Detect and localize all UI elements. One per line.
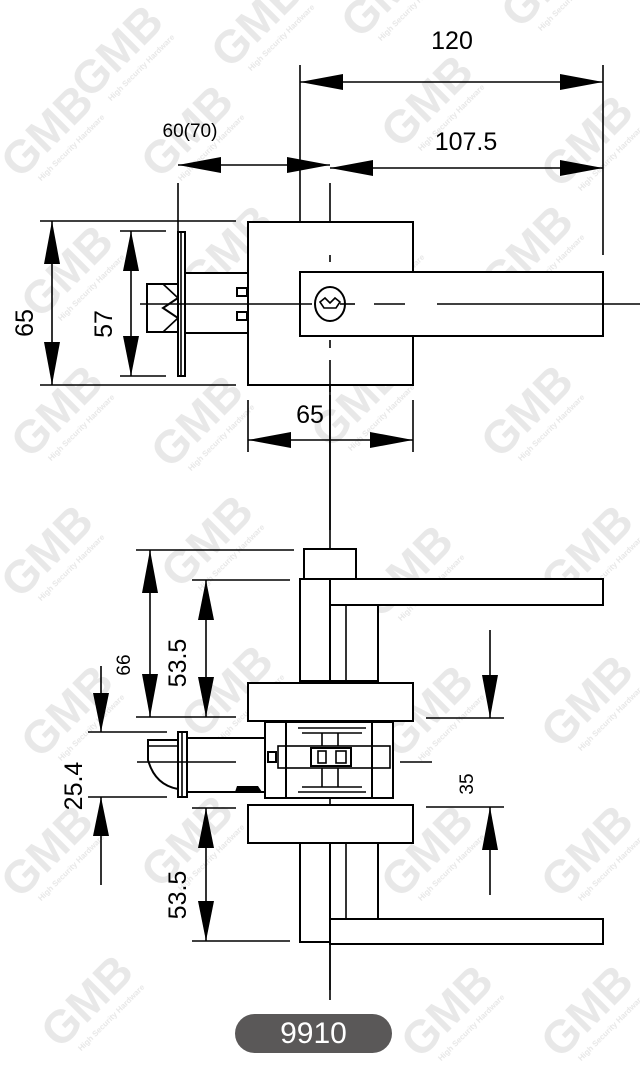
dim-label-53-5-top: 53.5 [164, 639, 192, 688]
dim-57: 57 [90, 230, 166, 377]
lever-top-handle [329, 578, 604, 606]
keyhole-icon [314, 286, 346, 322]
lever-bottom-handle [329, 918, 604, 945]
side-view: 66 53.5 25.4 53.5 [60, 395, 604, 1000]
dim-label-53-5-bottom: 53.5 [164, 871, 192, 920]
dim-53-5-top: 53.5 [164, 579, 290, 717]
dim-label-57: 57 [90, 310, 118, 338]
dim-label-120: 120 [431, 27, 473, 55]
dim-label-65-horizontal: 65 [296, 401, 324, 429]
top-view: 120 107.5 60(70) 65 [11, 27, 640, 530]
chassis-mechanism [264, 721, 394, 799]
lever-bottom-shank [299, 842, 331, 943]
rose-side-bottom [247, 804, 414, 844]
dim-backset: 60(70) [163, 121, 330, 262]
dim-label-66: 66 [114, 654, 135, 675]
dim-label-107-5: 107.5 [435, 128, 498, 156]
lever-top-end [303, 548, 357, 580]
rose-side-top [247, 682, 414, 722]
dim-label-backset: 60(70) [163, 121, 218, 142]
latch-side-view [147, 731, 266, 798]
lever-top-shank [299, 578, 331, 682]
dim-label-65-vertical: 65 [11, 309, 39, 337]
model-number-badge: 9910 [235, 1014, 392, 1053]
dim-53-5-bottom: 53.5 [164, 807, 290, 942]
dim-25-4: 25.4 [60, 666, 167, 885]
dim-35: 35 [426, 630, 504, 895]
dim-label-25-4: 25.4 [60, 762, 88, 811]
dim-label-35: 35 [457, 773, 478, 794]
dim-120: 120 [299, 27, 604, 255]
dim-65-vertical: 65 [11, 220, 236, 386]
dim-66: 66 [114, 549, 294, 718]
